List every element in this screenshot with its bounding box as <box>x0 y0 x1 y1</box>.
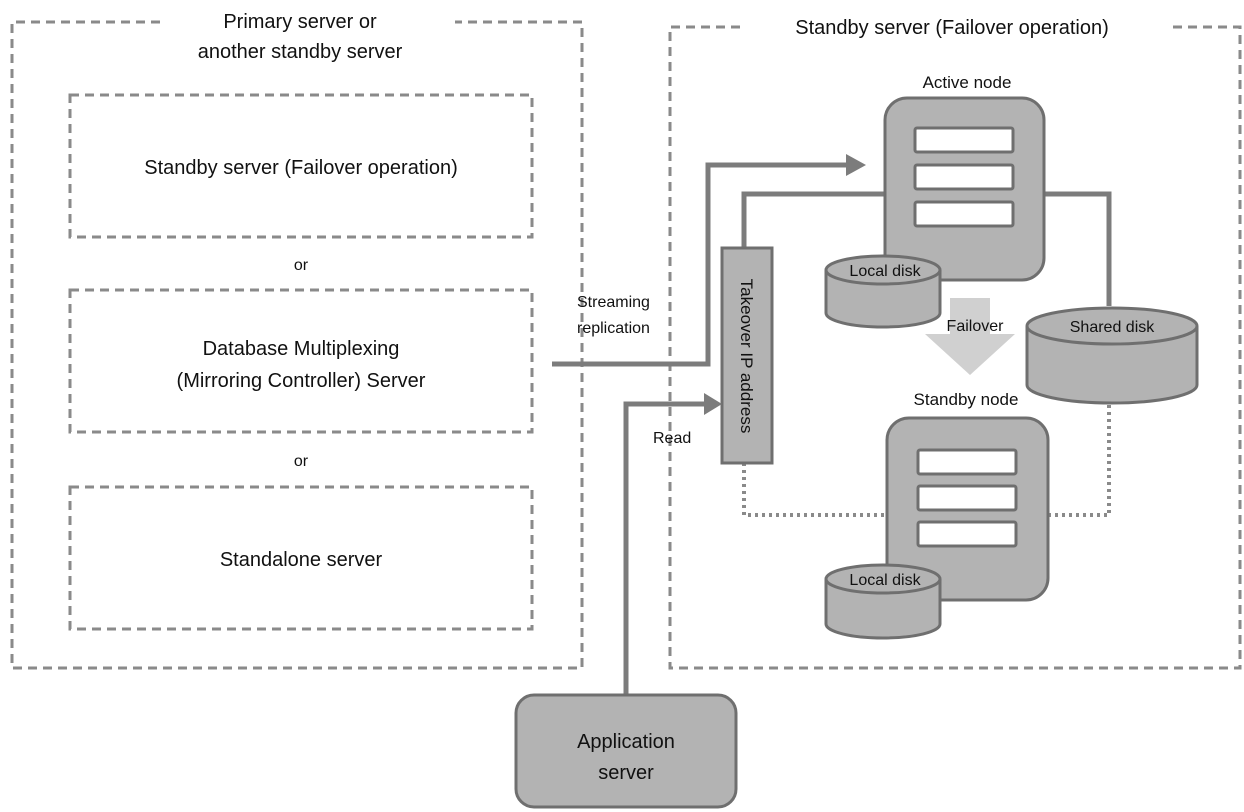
standalone-box-label: Standalone server <box>220 549 383 571</box>
shared-disk-label: Shared disk <box>1070 319 1155 336</box>
application-server-label-line2: server <box>598 762 654 784</box>
standby-failover-box-label: Standby server (Failover operation) <box>144 157 457 179</box>
streaming-label-line1: Streaming <box>577 294 650 311</box>
takeover-ip-address-label: Takeover IP address <box>737 279 756 434</box>
primary-group-title-line2: another standby server <box>198 41 403 63</box>
application-server-label-line1: Application <box>577 731 675 753</box>
streaming-replication-line <box>552 162 850 367</box>
standby-node-slot-1 <box>916 448 1018 476</box>
or-label-1: or <box>294 257 309 274</box>
active-local-disk <box>824 254 942 329</box>
active-node-to-shared-disk-line <box>1044 191 1112 306</box>
active-node-label: Active node <box>923 73 1012 92</box>
standalone-server-box <box>68 485 534 631</box>
active-node-slot-1 <box>913 126 1015 154</box>
dbmux-box-label-line1: Database Multiplexing <box>203 338 400 360</box>
standby-node-label: Standby node <box>914 390 1019 409</box>
takeover-ip-to-standby-node-line <box>742 463 887 517</box>
takeover-ip-address-box <box>720 246 774 465</box>
primary-group-border <box>10 20 584 670</box>
streaming-label-line2: replication <box>577 320 650 337</box>
dbmux-server-box <box>68 288 534 434</box>
application-server <box>514 693 738 809</box>
active-node-slot-3 <box>913 200 1015 228</box>
read-label: Read <box>653 430 691 447</box>
read-path-line <box>623 401 708 695</box>
active-local-disk-label: Local disk <box>849 263 921 280</box>
standby-local-disk-label: Local disk <box>849 572 921 589</box>
takeover-ip-to-active-node-line <box>741 191 885 248</box>
standby-group-title: Standby server (Failover operation) <box>795 17 1108 39</box>
shared-disk <box>1025 306 1199 405</box>
standby-group-border <box>668 25 1242 670</box>
standby-node-slot-2 <box>916 484 1018 512</box>
or-label-2: or <box>294 453 309 470</box>
read-path-arrowhead <box>704 393 722 415</box>
standby-failover-box <box>68 93 534 239</box>
dbmux-box-label-line2: (Mirroring Controller) Server <box>177 370 426 392</box>
primary-group-title-line1: Primary server or <box>223 11 377 33</box>
failover-arrow <box>925 298 1015 375</box>
failover-label: Failover <box>947 318 1005 335</box>
standby-node-slot-3 <box>916 520 1018 548</box>
standby-node-to-shared-disk-line <box>1048 399 1111 517</box>
streaming-replication-arrowhead <box>846 154 866 176</box>
active-node-slot-2 <box>913 163 1015 191</box>
standby-local-disk <box>824 563 942 640</box>
